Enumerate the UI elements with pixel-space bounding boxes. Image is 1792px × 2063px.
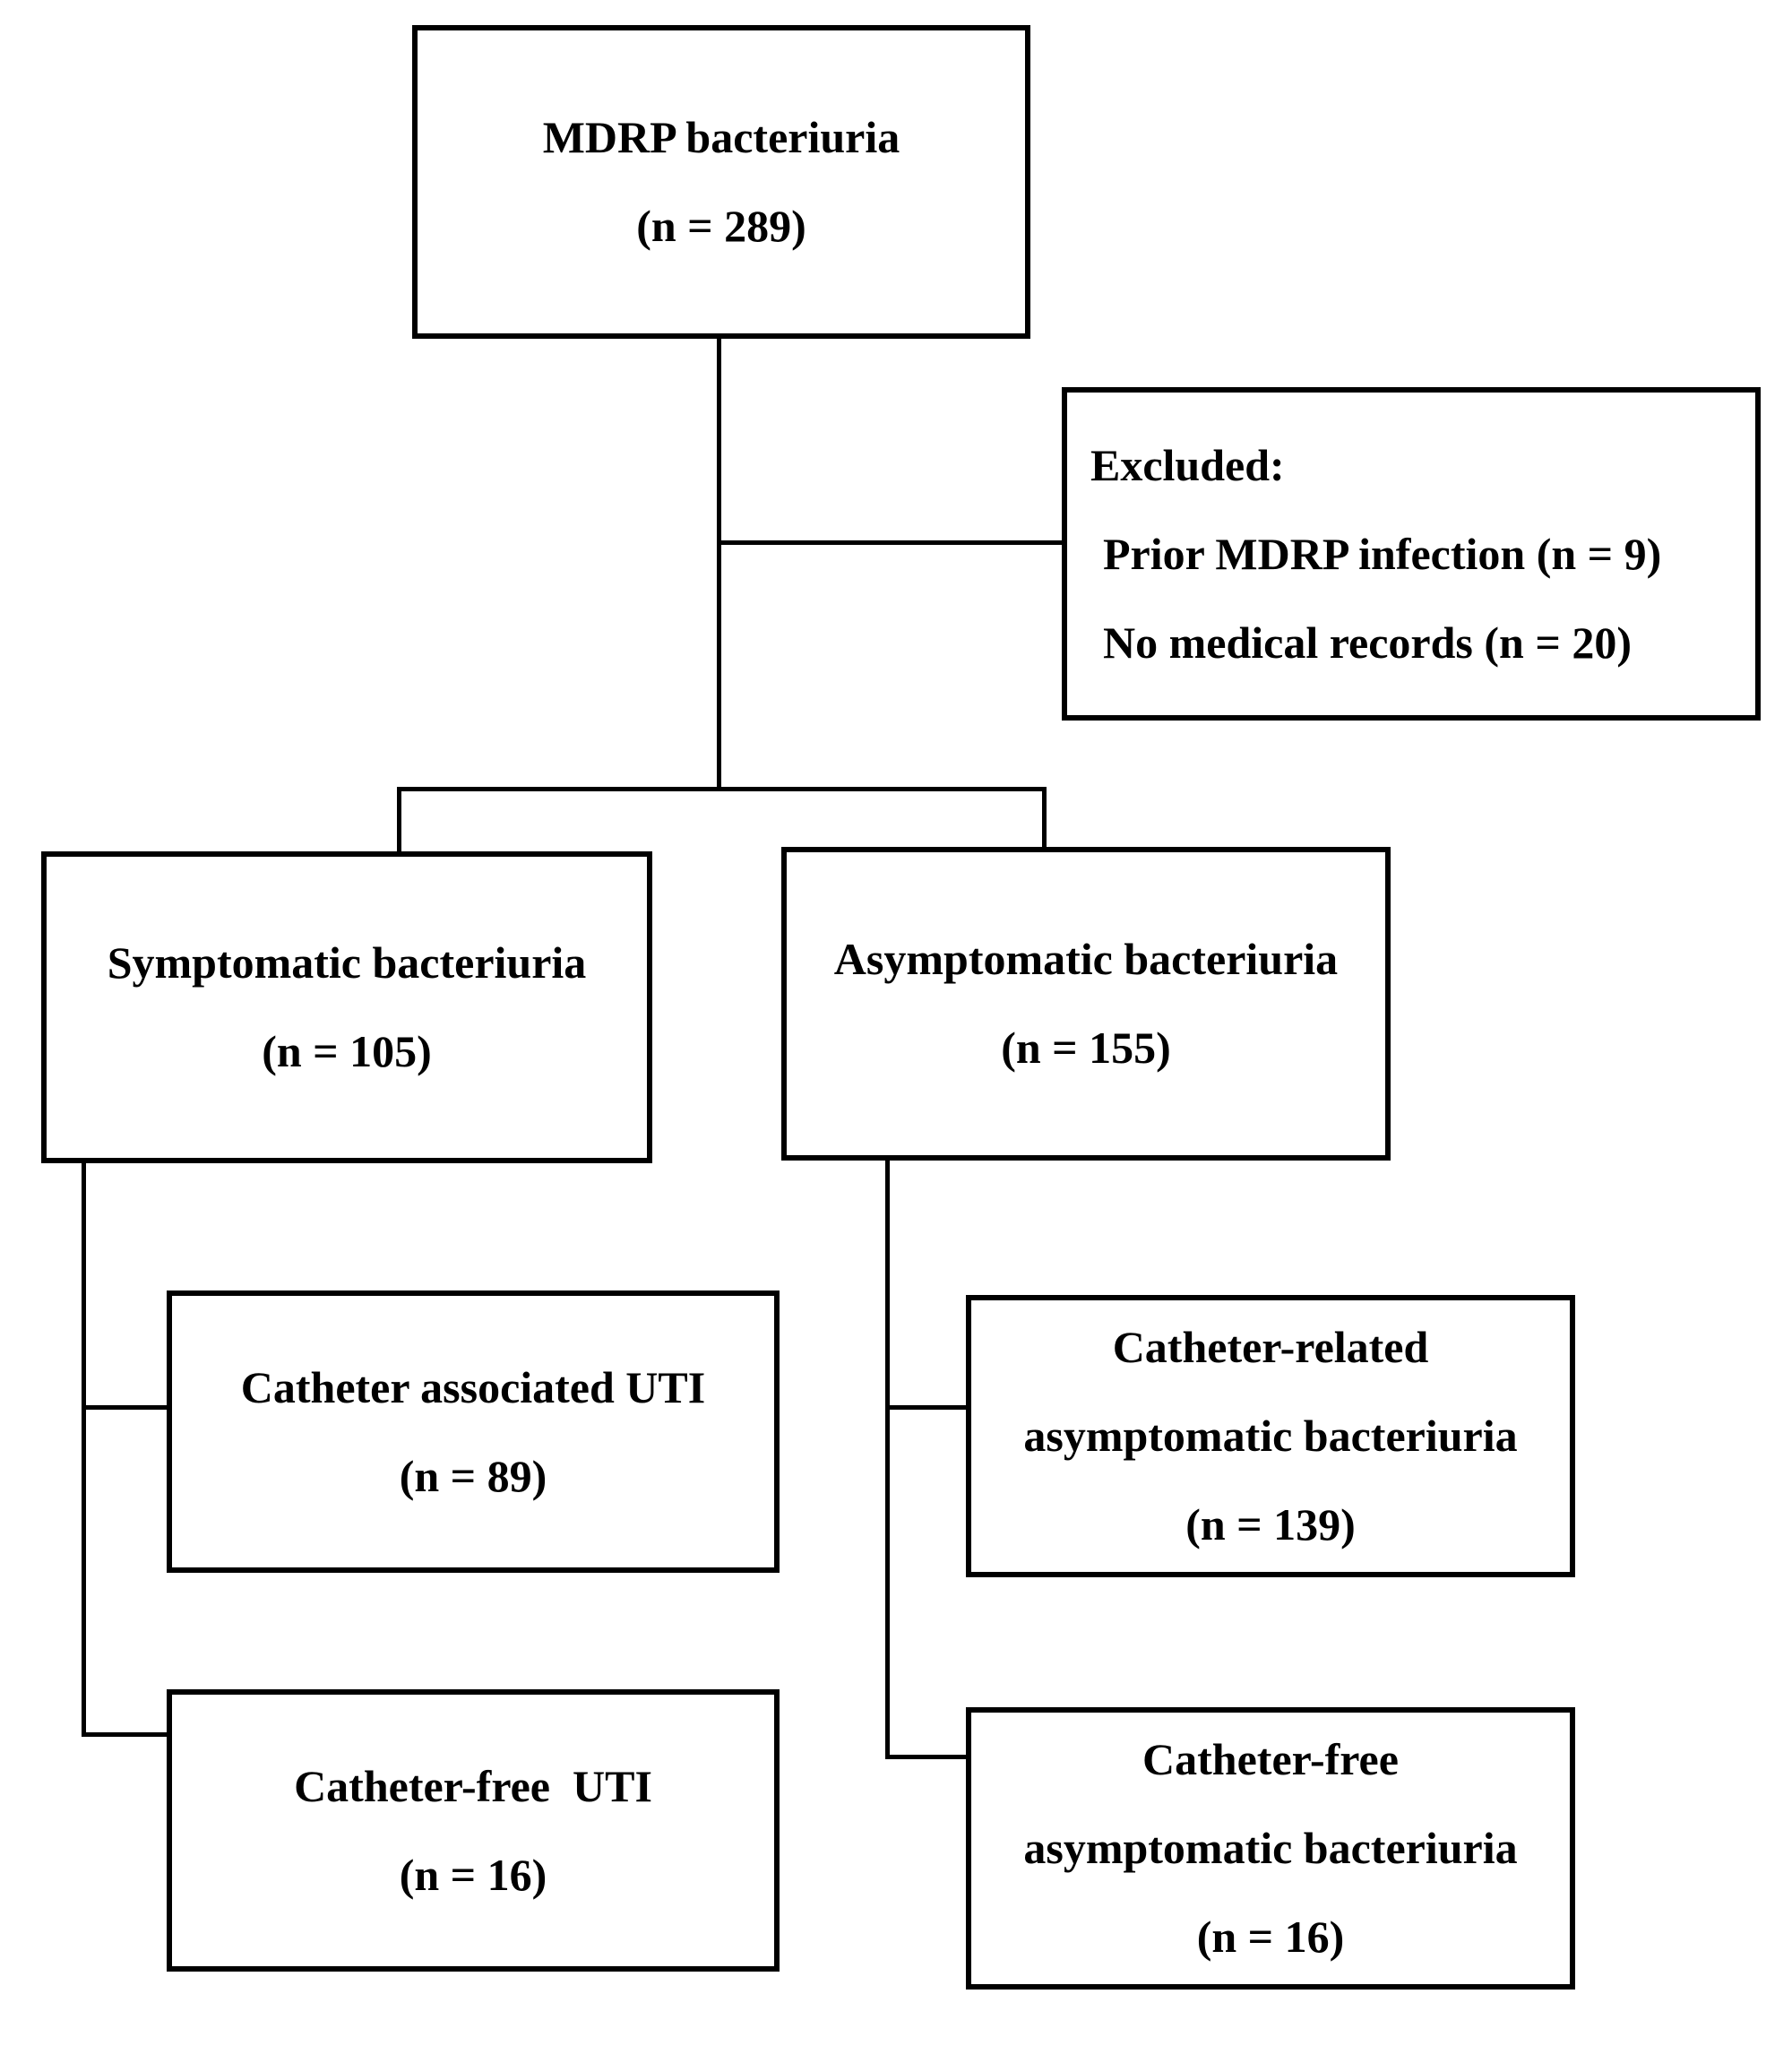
node-count: (n = 89) bbox=[399, 1450, 547, 1501]
branch-split-line bbox=[397, 787, 1047, 791]
catheter-associated-uti-stub-line bbox=[82, 1405, 167, 1410]
excluded-heading: Excluded: bbox=[1090, 439, 1285, 490]
node-excluded: Excluded: Prior MDRP infection (n = 9) N… bbox=[1062, 387, 1761, 721]
node-label: asymptomatic bacteriuria bbox=[1023, 1411, 1518, 1461]
excluded-item-no-medical-records: No medical records (n = 20) bbox=[1103, 617, 1632, 668]
catheter-free-uti-stub-line bbox=[82, 1732, 167, 1737]
catheter-related-asymptomatic-stub-line bbox=[885, 1405, 966, 1410]
node-label: asymptomatic bacteriuria bbox=[1023, 1823, 1518, 1873]
trunk-line bbox=[717, 339, 721, 790]
node-count: (n = 155) bbox=[1001, 1023, 1171, 1073]
node-label: MDRP bacteriuria bbox=[542, 112, 900, 162]
node-symptomatic-bacteriuria: Symptomatic bacteriuria (n = 105) bbox=[41, 851, 652, 1163]
node-catheter-associated-uti: Catheter associated UTI (n = 89) bbox=[167, 1290, 780, 1573]
left-rail-line bbox=[82, 1163, 86, 1737]
right-rail-line bbox=[885, 1161, 890, 1759]
node-count: (n = 105) bbox=[262, 1026, 432, 1076]
node-count: (n = 16) bbox=[399, 1849, 547, 1900]
left-branch-drop-line bbox=[397, 787, 401, 851]
node-label: Symptomatic bacteriuria bbox=[107, 937, 587, 988]
excluded-item-prior-mdrp-infection: Prior MDRP infection (n = 9) bbox=[1103, 528, 1662, 579]
right-branch-drop-line bbox=[1042, 787, 1047, 847]
node-label: Asymptomatic bacteriuria bbox=[833, 934, 1339, 984]
catheter-free-asymptomatic-stub-line bbox=[885, 1755, 966, 1759]
node-label: Catheter-free bbox=[1142, 1734, 1399, 1784]
node-asymptomatic-bacteriuria: Asymptomatic bacteriuria (n = 155) bbox=[781, 847, 1391, 1161]
excluded-stub-line bbox=[719, 540, 1062, 545]
node-count: (n = 139) bbox=[1185, 1499, 1356, 1549]
node-count: (n = 289) bbox=[636, 201, 806, 251]
node-label: Catheter-free UTI bbox=[294, 1760, 652, 1811]
node-catheter-free-asymptomatic-bacteriuria: Catheter-free asymptomatic bacteriuria (… bbox=[966, 1707, 1575, 1990]
node-catheter-related-asymptomatic-bacteriuria: Catheter-related asymptomatic bacteriuri… bbox=[966, 1295, 1575, 1577]
node-mdrp-bacteriuria: MDRP bacteriuria (n = 289) bbox=[412, 25, 1030, 339]
node-label: Catheter associated UTI bbox=[240, 1361, 706, 1412]
node-label: Catheter-related bbox=[1112, 1322, 1429, 1372]
node-count: (n = 16) bbox=[1196, 1912, 1345, 1962]
node-catheter-free-uti: Catheter-free UTI (n = 16) bbox=[167, 1689, 780, 1972]
